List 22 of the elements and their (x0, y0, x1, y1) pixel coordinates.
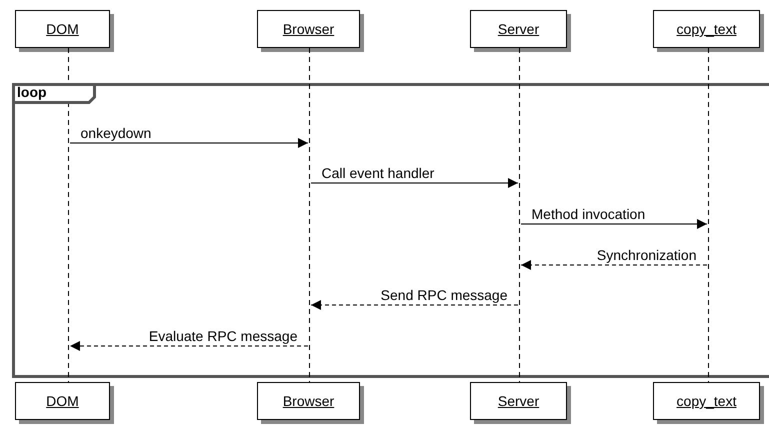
frame-tab (12, 83, 96, 104)
message-label: Evaluate RPC message (148, 328, 298, 344)
frame-label: loop (17, 84, 47, 100)
participant-name: Server (498, 393, 540, 409)
message-label: Synchronization (596, 247, 696, 263)
participant-name: copy_text (676, 393, 736, 409)
message-label: Method invocation (532, 206, 646, 222)
message-arrow (310, 300, 518, 310)
participant-name: DOM (46, 21, 79, 37)
message-arrow (310, 178, 518, 188)
participant-name: DOM (46, 393, 79, 409)
participant-name: copy_text (676, 21, 736, 37)
participant-name: Browser (282, 393, 334, 409)
message-label: Send RPC message (380, 287, 508, 303)
message-arrow (520, 219, 708, 229)
participant-name: Server (498, 21, 540, 37)
message-arrow (70, 138, 308, 148)
participant-name: Browser (282, 21, 334, 37)
message-label: onkeydown (80, 125, 152, 141)
message-label: Call event handler (322, 165, 434, 181)
message-arrow (70, 341, 308, 351)
message-arrow (520, 260, 708, 270)
